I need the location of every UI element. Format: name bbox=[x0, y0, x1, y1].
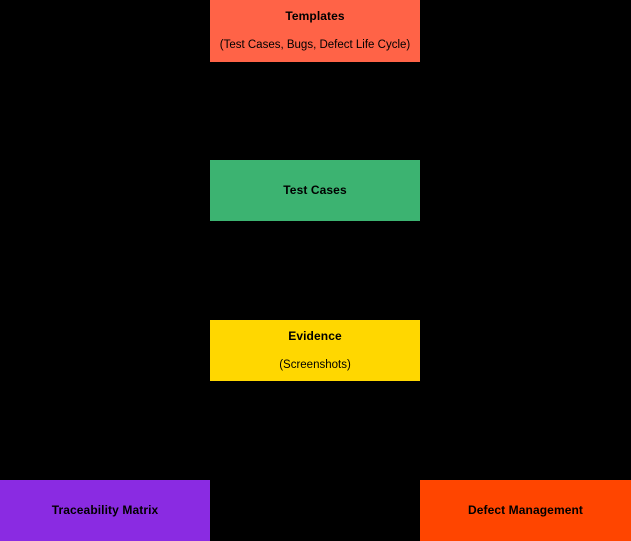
node-defect-management[interactable]: Defect Management bbox=[420, 480, 631, 541]
node-templates-title: Templates bbox=[285, 9, 345, 24]
node-defect-management-title: Defect Management bbox=[467, 502, 584, 517]
node-evidence[interactable]: Evidence (Screenshots) bbox=[210, 320, 420, 381]
node-evidence-subtitle: (Screenshots) bbox=[279, 358, 351, 371]
node-templates[interactable]: Templates (Test Cases, Bugs, Defect Life… bbox=[210, 0, 420, 62]
node-traceability-matrix[interactable]: Traceability Matrix bbox=[0, 480, 210, 541]
node-templates-subtitle: (Test Cases, Bugs, Defect Life Cycle) bbox=[219, 39, 411, 52]
node-test-cases[interactable]: Test Cases bbox=[210, 160, 420, 221]
node-traceability-matrix-title: Traceability Matrix bbox=[51, 502, 159, 517]
node-test-cases-title: Test Cases bbox=[283, 182, 347, 197]
node-evidence-title: Evidence bbox=[288, 328, 342, 343]
